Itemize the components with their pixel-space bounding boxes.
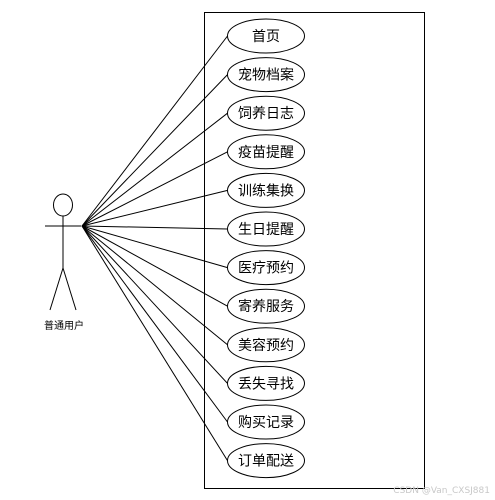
actor-right-leg: [62, 267, 77, 311]
use-case-ellipse: [227, 288, 305, 324]
actor-regular-user: 普通用户: [44, 193, 84, 332]
association-line: [81, 151, 228, 227]
use-case-label: 疫苗提醒: [238, 145, 294, 161]
use-case-label: 医疗预约: [238, 261, 294, 277]
association-line: [81, 112, 228, 227]
use-case-ellipse: [227, 18, 305, 54]
use-case-label: 生日提醒: [238, 222, 294, 238]
association-line: [81, 225, 228, 423]
association-line: [81, 225, 228, 346]
use-case-label: 寄养服务: [238, 298, 294, 315]
association-line: [81, 225, 228, 384]
use-case-ellipse: [227, 443, 305, 479]
use-case-label: 饲养日志: [238, 106, 294, 122]
use-case-label: 美容预约: [238, 337, 294, 354]
use-case-ellipse: [227, 250, 305, 286]
use-case-node: 医疗预约: [227, 250, 305, 286]
use-case-node: 首页: [227, 18, 305, 54]
use-case-node: 订单配送: [227, 443, 305, 479]
association-lines: [81, 35, 228, 461]
use-case-node: 丢失寻找: [227, 365, 305, 401]
use-case-label: 购买记录: [238, 415, 294, 431]
use-case-label: 订单配送: [238, 454, 294, 470]
association-line: [81, 74, 228, 227]
actor-left-leg: [49, 267, 64, 311]
use-case-node: 购买记录: [227, 404, 305, 440]
use-case-node: 饲养日志: [227, 95, 305, 131]
use-case-node: 疫苗提醒: [227, 134, 305, 170]
use-case-node: 训练集换: [227, 172, 305, 208]
use-case-ellipse: [227, 211, 305, 247]
use-case-label: 首页: [252, 29, 280, 45]
watermark-text: CSDN @Van_CXSJ881: [393, 486, 490, 496]
use-case-node: 生日提醒: [227, 211, 305, 247]
actor-label: 普通用户: [44, 319, 84, 332]
use-case-ellipse: [227, 134, 305, 170]
system-boundary: [204, 12, 425, 489]
use-case-node: 宠物档案: [227, 57, 305, 93]
association-line: [81, 225, 228, 307]
association-line: [81, 225, 228, 230]
use-case-node: 寄养服务: [227, 288, 305, 324]
use-case-node: 美容预约: [227, 327, 305, 363]
use-case-label: 宠物档案: [238, 67, 294, 84]
association-line: [81, 225, 228, 269]
association-line: [81, 35, 228, 227]
use-case-list: 首页宠物档案饲养日志疫苗提醒训练集换生日提醒医疗预约寄养服务美容预约丢失寻找购买…: [227, 18, 305, 479]
use-case-label: 训练集换: [238, 182, 294, 199]
actor-head: [53, 193, 73, 217]
use-case-ellipse: [227, 365, 305, 401]
use-case-ellipse: [227, 95, 305, 131]
association-line: [81, 189, 228, 227]
use-case-ellipse: [227, 404, 305, 440]
use-case-ellipse: [227, 172, 305, 208]
use-case-ellipse: [227, 327, 305, 363]
use-case-label: 丢失寻找: [238, 376, 294, 392]
use-case-ellipse: [227, 57, 305, 93]
association-line: [81, 225, 228, 461]
